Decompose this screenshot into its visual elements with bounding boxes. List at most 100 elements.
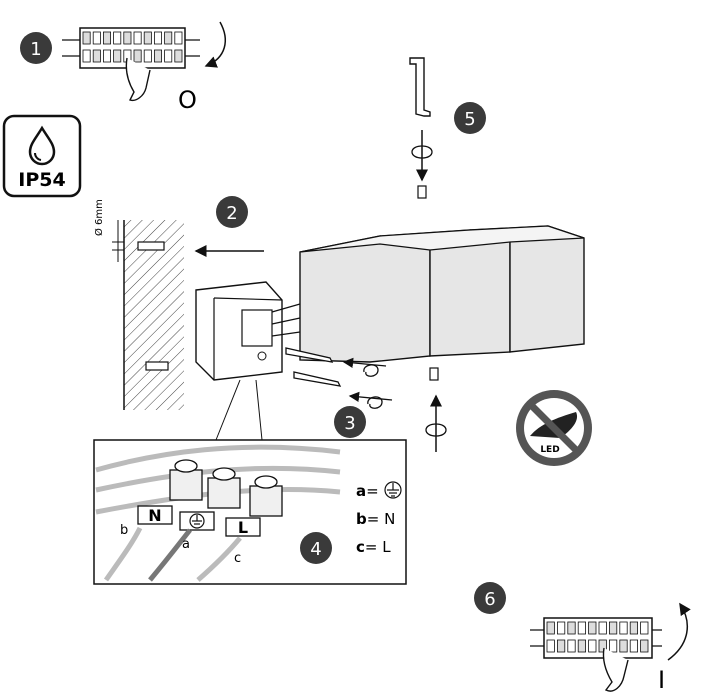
legend-row-c: c= L	[356, 538, 391, 556]
terminal-cell	[546, 621, 555, 635]
terminal-cell	[609, 639, 618, 653]
terminal-cell	[619, 621, 628, 635]
terminal-cell	[588, 621, 597, 635]
terminal-cell	[598, 621, 607, 635]
terminal-cell	[92, 49, 101, 63]
terminal-cell	[103, 49, 112, 63]
screw-upper-icon	[285, 347, 334, 363]
terminal-cell	[133, 49, 142, 63]
terminal-cell	[153, 31, 162, 45]
terminal-block-earth	[207, 467, 241, 509]
step-number-3: 3	[344, 413, 355, 434]
step-badge-1: 1	[20, 32, 52, 64]
legend-row-b: b= N	[356, 510, 395, 528]
rotate-grub-icon	[425, 423, 447, 437]
rotate-screw-icon	[411, 145, 433, 159]
terminal-cell	[143, 49, 152, 63]
led-warning-sign: LED	[516, 390, 592, 466]
wire-b-label: b	[120, 523, 128, 538]
terminal-strip-on	[530, 617, 662, 659]
ip54-badge: IP54	[2, 114, 82, 198]
step3-group: 3	[285, 347, 447, 452]
rotate-screw-icon-upper	[363, 364, 379, 377]
terminal-cell	[123, 31, 132, 45]
terminal-cell	[133, 31, 142, 45]
terminal-cell	[577, 639, 587, 653]
wall-plug-upper	[137, 241, 165, 251]
terminal-cell	[598, 639, 607, 653]
earth-plate-icon	[189, 513, 205, 529]
terminal-cell	[164, 31, 173, 45]
hex-key-icon	[409, 57, 431, 117]
step-badge-5: 5	[454, 102, 486, 134]
step-badge-4: 4	[300, 532, 332, 564]
terminal-cell	[113, 49, 122, 63]
terminal-cell	[567, 639, 576, 653]
step2-group: 2 Ø 6mm	[93, 196, 264, 410]
terminal-cell	[92, 31, 101, 45]
prohibition-slash	[529, 403, 579, 453]
step-number-5: 5	[464, 109, 475, 130]
terminal-cell	[577, 621, 587, 635]
terminal-block-n	[169, 459, 203, 501]
terminal-n-label: N	[148, 506, 161, 525]
terminal-l-label: L	[238, 518, 248, 537]
terminal-cell	[557, 621, 566, 635]
hand-icon-6	[602, 647, 629, 692]
wall-plug-lower	[145, 361, 169, 371]
rotate-screw-icon-lower	[367, 396, 383, 409]
lamp-assembly	[195, 225, 585, 441]
step-number-4: 4	[310, 539, 321, 560]
led-label: LED	[540, 445, 559, 455]
step-badge-6: 6	[474, 582, 506, 614]
terminal-cell	[609, 621, 618, 635]
terminal-cell	[82, 31, 91, 45]
terminal-cell	[113, 31, 122, 45]
step6-group: 6 I	[474, 582, 691, 694]
terminal-cell	[557, 639, 566, 653]
terminal-cell	[619, 639, 628, 653]
box-terminal-block	[241, 309, 273, 347]
terminal-cell	[153, 49, 162, 63]
step-number-1: 1	[30, 39, 41, 60]
ip-rating-label: IP54	[18, 169, 65, 191]
grub-screw-bottom-icon	[429, 367, 439, 381]
legend-row-a: a=	[356, 482, 379, 500]
terminal-cell	[82, 49, 91, 63]
rotate-arrow-ccw-icon	[204, 21, 226, 68]
wiring-legend: a= b= N c= L	[356, 481, 402, 556]
terminal-cell	[174, 49, 183, 63]
lamp-cube-left	[299, 235, 431, 363]
step-number-6: 6	[484, 589, 495, 610]
terminal-cell	[103, 31, 112, 45]
terminal-cell	[640, 639, 649, 653]
hand-icon	[125, 57, 151, 102]
grub-screw-icon	[417, 185, 427, 199]
terminal-cell	[546, 639, 555, 653]
step-badge-3: 3	[334, 406, 366, 438]
terminal-cell	[164, 49, 173, 63]
step-badge-2: 2	[216, 196, 248, 228]
step-number-2: 2	[226, 203, 237, 224]
terminal-cell	[629, 621, 639, 635]
step1-group: 1 O	[20, 21, 226, 114]
terminal-cell	[629, 639, 639, 653]
rotate-arrow-cw-icon	[667, 602, 691, 661]
wire-a-label: a	[182, 537, 190, 552]
step5-group: 5	[409, 57, 486, 199]
screw-lower-icon	[293, 371, 342, 387]
step4-wiring-panel: N L b a c a= b= N c= L	[93, 439, 407, 585]
terminal-cell	[174, 31, 183, 45]
drill-diameter-label: Ø 6mm	[93, 199, 105, 236]
terminal-block-l	[249, 475, 283, 517]
earth-ground-icon	[384, 481, 402, 499]
wire-c-label: c	[234, 551, 241, 566]
terminal-cell	[588, 639, 597, 653]
terminal-cell	[567, 621, 576, 635]
terminal-cell	[143, 31, 152, 45]
terminal-cell	[640, 621, 649, 635]
switch-off-label: O	[178, 86, 197, 114]
wall-hatch	[124, 220, 184, 410]
switch-on-label: I	[658, 666, 665, 694]
